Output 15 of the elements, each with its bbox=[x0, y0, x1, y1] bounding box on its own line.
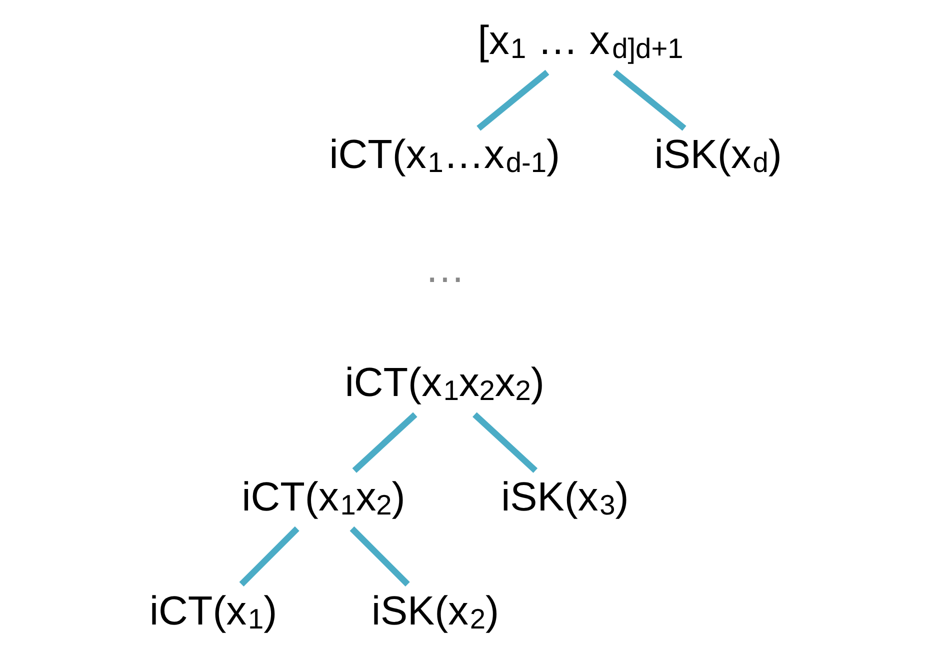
node-text: iCT(x1x2) bbox=[241, 473, 405, 520]
node-text: iCT(x1) bbox=[149, 587, 277, 634]
connector bbox=[472, 412, 538, 473]
connector bbox=[349, 526, 410, 586]
label: … bbox=[424, 245, 465, 292]
node-text: iSK(x3) bbox=[500, 473, 628, 520]
node-text: iSK(xd) bbox=[654, 131, 782, 178]
node-text: [x1 … xd]d+1 bbox=[477, 16, 683, 64]
node-text: iCT(x1x2x2) bbox=[344, 359, 544, 406]
node-text: iSK(x2) bbox=[370, 587, 499, 634]
connector bbox=[352, 412, 417, 473]
node-text: iCT(x1…xd-1) bbox=[328, 131, 560, 178]
connector bbox=[612, 70, 686, 131]
connector bbox=[238, 526, 299, 586]
connector bbox=[476, 70, 549, 131]
